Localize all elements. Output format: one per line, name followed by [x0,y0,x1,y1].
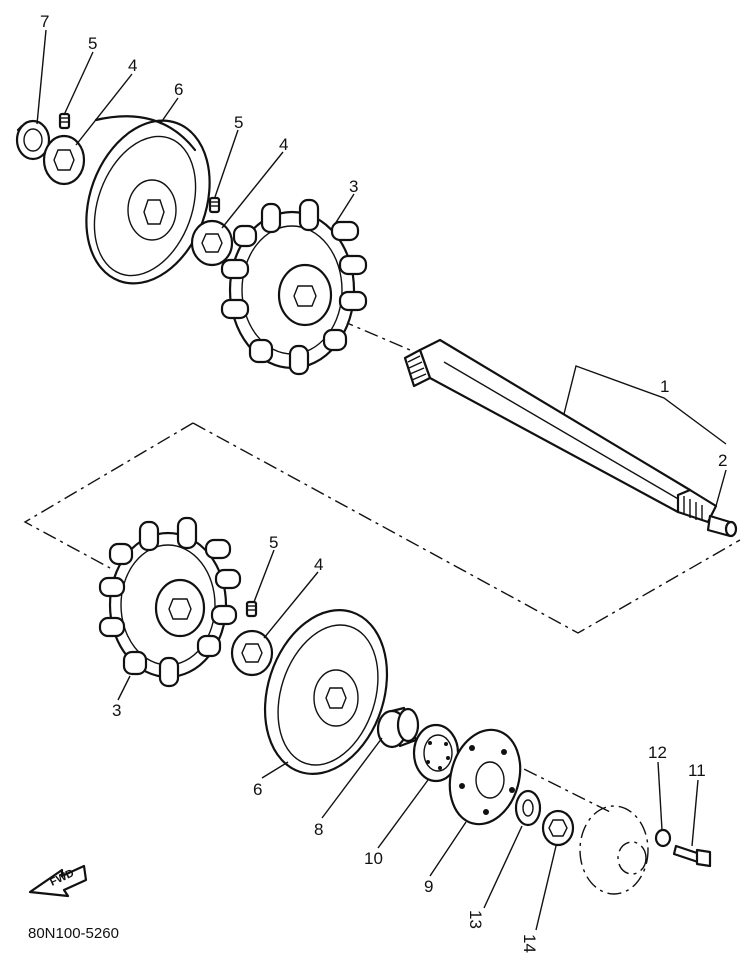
part-6-idler-wheel-a [85,115,211,285]
assembly-outline-left [23,422,194,569]
callout-3: 3 [349,177,358,196]
part-10-bearing [412,723,460,783]
callout-8: 8 [314,820,323,839]
center-line-upper [339,319,411,351]
part-1-drive-shaft [403,338,718,524]
callout-5: 5 [234,113,243,132]
callout-7: 7 [40,12,49,31]
part-7-bearing [15,119,51,161]
part-5-set-screw-b [208,196,221,214]
part-5-set-screw-c [245,600,258,618]
part-6-idler-wheel-b [263,609,389,775]
callout-1: 1 [660,377,669,396]
part-3-sprocket-b [98,516,242,688]
part-11-bolt [672,844,712,868]
part-3-sprocket-a [220,198,368,376]
reference-housing [579,805,649,895]
callout-4: 4 [128,56,137,75]
part-4-collar-b [190,219,234,267]
part-code: 80N100-5260 [28,925,119,942]
part-5-set-screw-a [58,112,71,130]
callout-11: 11 [688,761,706,780]
callout-10: 10 [364,849,383,868]
callout-6: 6 [174,80,183,99]
callout-14: 14 [520,934,539,953]
callout-5: 5 [269,533,278,552]
part-14-nut [541,809,575,847]
part-12-lock-washer [654,828,672,848]
part-2-pin [706,514,738,538]
callout-2: 2 [718,451,727,470]
callouts: 7 5 4 6 5 4 3 1 2 5 4 3 6 8 10 9 13 14 1… [40,12,727,953]
fwd-arrow-icon: FWD [28,864,88,898]
part-9-flange-plate [448,728,522,826]
part-13-washer [514,789,542,827]
callout-6: 6 [253,780,262,799]
callout-4: 4 [279,135,288,154]
callout-3: 3 [112,701,121,720]
assembly-outline [192,422,741,634]
callout-12: 12 [648,743,667,762]
part-8-spacer [376,706,420,749]
leader-lines [36,29,727,931]
callout-4: 4 [314,555,323,574]
callout-9: 9 [424,877,433,896]
callout-13: 13 [466,910,485,929]
part-4-collar-a [42,134,86,186]
part-4-collar-c [230,629,274,677]
callout-5: 5 [88,34,97,53]
